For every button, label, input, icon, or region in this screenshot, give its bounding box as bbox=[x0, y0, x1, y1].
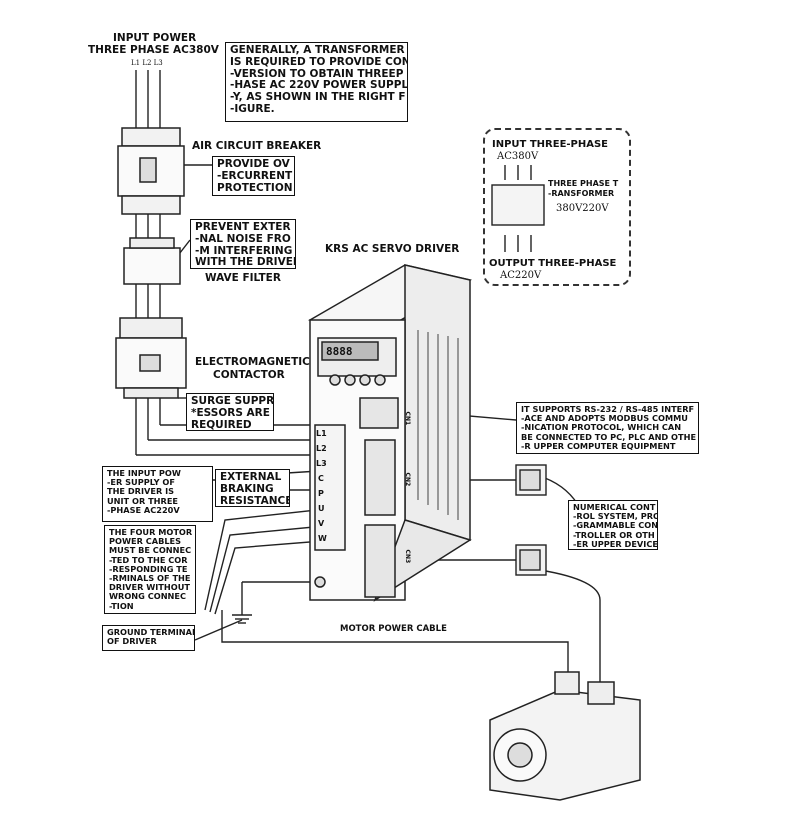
encoder-connector bbox=[515, 544, 547, 576]
contactor-label-1: ELECTROMAGNETIC bbox=[195, 356, 310, 368]
phase-labels: L1 L2 L3 bbox=[131, 59, 163, 67]
nc-note: NUMERICAL CONT-ROL SYSTEM, PRO-GRAMMABLE… bbox=[568, 500, 658, 550]
motor-cable-label: MOTOR POWER CABLE bbox=[340, 624, 447, 634]
inset-transformer bbox=[491, 165, 545, 252]
input-power-subtitle: THREE PHASE AC380V bbox=[88, 44, 219, 56]
air-breaker-label: AIR CIRCUIT BREAKER bbox=[192, 140, 322, 152]
inset-frame bbox=[483, 128, 631, 286]
electromagnetic-contactor bbox=[115, 317, 187, 399]
terminal-c: C bbox=[318, 474, 324, 483]
wave-filter-label: WAVE FILTER bbox=[205, 272, 281, 284]
port-cn1: CN1 bbox=[404, 411, 412, 426]
port-cn2: CN2 bbox=[404, 472, 412, 487]
terminal-w: W bbox=[318, 534, 327, 543]
terminal-u: U bbox=[318, 504, 325, 513]
input-power-title: INPUT POWER bbox=[113, 32, 197, 44]
terminal-p: P bbox=[318, 489, 324, 498]
noise-note: PREVENT EXTER-NAL NOISE FRO -M INTERFERI… bbox=[190, 219, 296, 269]
panel-display: 8888 bbox=[326, 345, 353, 358]
air-circuit-breaker bbox=[117, 127, 185, 215]
terminal-l2: L2 bbox=[316, 444, 327, 453]
inset-transformer-1: THREE PHASE T bbox=[548, 179, 619, 188]
terminal-l3: L3 bbox=[316, 459, 327, 468]
inset-top-voltage: AC380V bbox=[497, 151, 539, 162]
inset-bottom-voltage: AC220V bbox=[500, 270, 542, 281]
inset-transformer-voltages: 380V220V bbox=[556, 203, 609, 214]
driver-title: KRS AC SERVO DRIVER bbox=[325, 243, 460, 255]
noise-filter bbox=[123, 237, 181, 285]
servo-driver bbox=[307, 264, 473, 602]
terminal-v: V bbox=[318, 519, 325, 528]
comm-note: IT SUPPORTS RS-232 / RS-485 INTERF-ACE A… bbox=[516, 402, 699, 454]
inset-bottom-label: OUTPUT THREE-PHASE bbox=[489, 258, 617, 269]
port-cn3: CN3 bbox=[404, 549, 412, 564]
servo-motor bbox=[489, 671, 641, 801]
contactor-label-2: CONTACTOR bbox=[213, 369, 285, 381]
comm-connector bbox=[515, 464, 547, 496]
inset-transformer-2: -RANSFORMER bbox=[548, 189, 615, 198]
terminal-l1: L1 bbox=[316, 429, 327, 438]
inset-top-label: INPUT THREE-PHASE bbox=[492, 139, 609, 150]
